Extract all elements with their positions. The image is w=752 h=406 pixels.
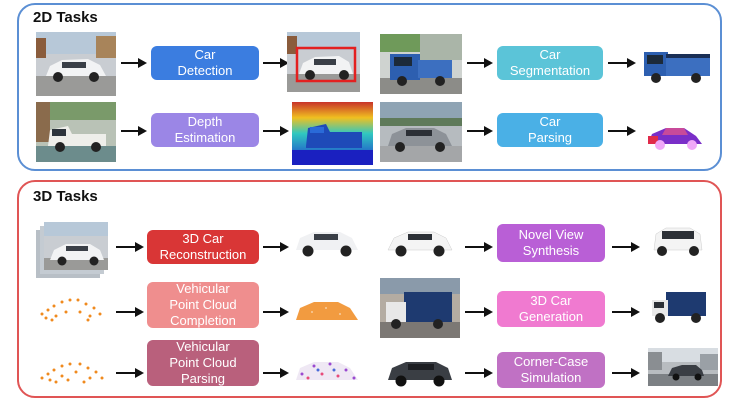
- arrow: [121, 124, 147, 138]
- arrow: [116, 366, 144, 380]
- arrow: [467, 124, 493, 138]
- suv-detection-photo: [287, 32, 360, 92]
- partial-point-cloud: [36, 290, 108, 326]
- segmented-truck: [640, 40, 714, 88]
- arrow: [263, 56, 289, 70]
- arrow: [465, 366, 493, 380]
- arrow: [263, 305, 289, 319]
- tasks-2d-panel: 2D Tasks: [17, 3, 722, 171]
- arrow: [121, 56, 147, 70]
- completed-point-cloud: [292, 292, 362, 328]
- tasks-3d-panel: 3D Tasks: [17, 180, 722, 398]
- novel-view-crossover: [648, 220, 708, 260]
- box-truck-photo: [380, 278, 460, 338]
- simulated-street-scene: [648, 348, 718, 386]
- arrow: [465, 305, 493, 319]
- reconstructed-suv: [292, 224, 362, 260]
- pickup-street-photo: [36, 102, 116, 162]
- parking-lot-photo: [380, 102, 462, 162]
- parsed-car: [644, 118, 706, 154]
- parsed-point-cloud: [292, 352, 362, 388]
- arrow: [263, 240, 289, 254]
- suv-street-photo: [36, 32, 116, 96]
- arrow: [116, 305, 144, 319]
- white-crossover: [384, 224, 456, 260]
- arrow: [612, 366, 640, 380]
- arrow: [608, 56, 636, 70]
- input-point-cloud: [36, 352, 108, 388]
- arrow: [465, 240, 493, 254]
- arrow: [612, 240, 640, 254]
- arrow: [116, 240, 144, 254]
- dark-suv: [384, 356, 456, 390]
- generated-box-truck: [648, 286, 710, 328]
- arrow: [612, 305, 640, 319]
- depth-map: [292, 102, 373, 165]
- tasks-3d-title: 3D Tasks: [33, 188, 98, 205]
- arrow: [263, 366, 289, 380]
- arrow: [263, 124, 289, 138]
- truck-street-photo: [380, 34, 462, 94]
- stacked-input-views: [36, 222, 108, 278]
- arrow: [467, 56, 493, 70]
- tasks-2d-title: 2D Tasks: [33, 9, 98, 26]
- arrow: [608, 124, 636, 138]
